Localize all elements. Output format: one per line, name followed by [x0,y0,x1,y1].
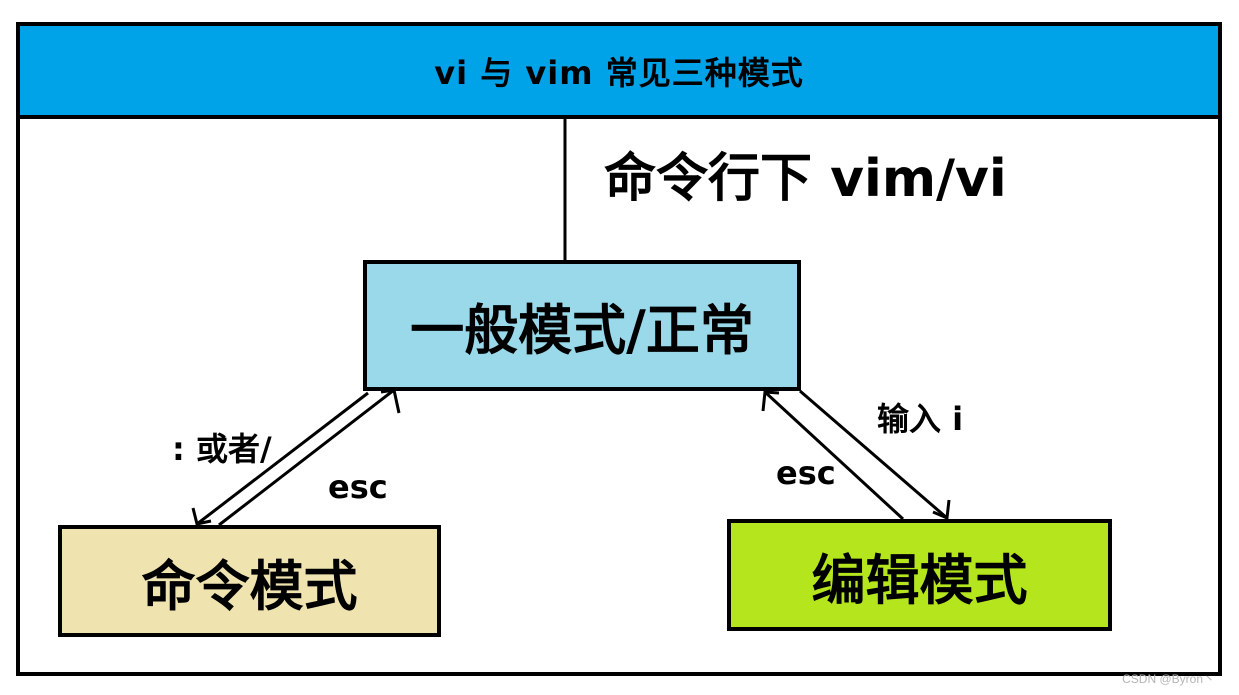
normal-mode-box: 一般模式/正常 [363,260,801,391]
watermark: CSDN @Byron丶 [1122,672,1215,686]
arrowhead-command [191,507,212,526]
diagram-header: vi 与 vim 常见三种模式 [20,26,1218,119]
label-edit-to-normal: esc [776,454,836,492]
label-normal-to-command: : 或者/ [172,430,272,468]
arrow-normal-to-edit [799,389,948,520]
command-mode-label: 命令模式 [141,554,358,618]
command-line-title: 命令行下 vim/vi [604,149,1007,209]
arrow-command-to-normal [218,388,395,527]
arrowhead-normal-right [761,390,780,412]
arrow-edit-to-normal [763,390,905,521]
label-normal-to-edit: 输入 i [877,400,964,438]
arrow-normal-to-command [196,391,369,526]
normal-mode-label: 一般模式/正常 [410,299,754,362]
edit-mode-label: 编辑模式 [811,548,1028,612]
edit-mode-box: 编辑模式 [727,519,1112,631]
label-command-to-normal: esc [328,468,388,506]
arrowhead-edit [932,499,951,521]
command-mode-box: 命令模式 [58,525,441,637]
diagram-title: vi 与 vim 常见三种模式 [434,53,804,92]
